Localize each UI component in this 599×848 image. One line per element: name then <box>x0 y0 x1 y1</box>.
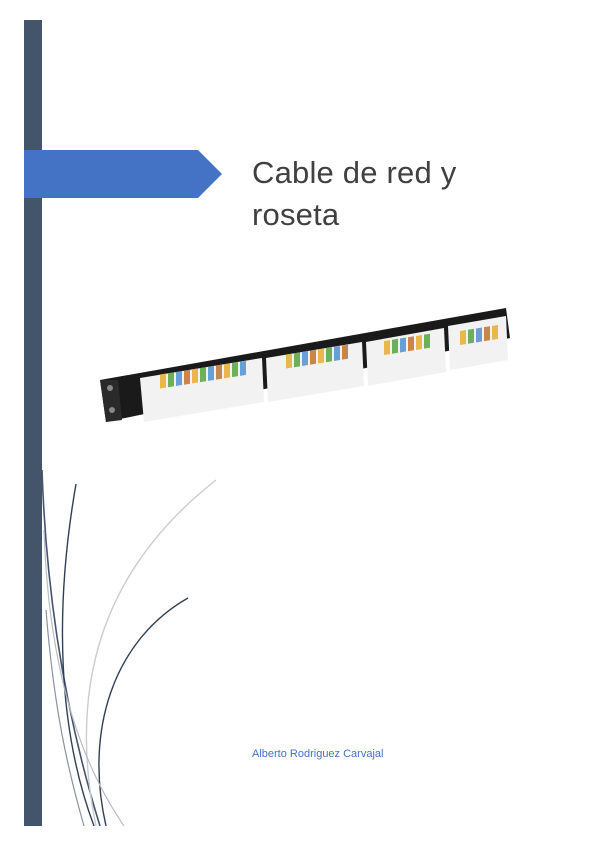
title-line-2: roseta <box>252 197 340 232</box>
sidebar-stripe <box>24 20 42 826</box>
patch-panel-image <box>100 308 510 422</box>
document-title: Cable de red y roseta <box>252 152 552 236</box>
author-name: Alberto Rodriguez Carvajal <box>252 748 384 760</box>
decorative-curves <box>41 470 217 826</box>
title-arrow-banner <box>24 150 222 198</box>
punchdown-terminals <box>160 324 498 389</box>
title-line-1: Cable de red y <box>252 155 457 190</box>
